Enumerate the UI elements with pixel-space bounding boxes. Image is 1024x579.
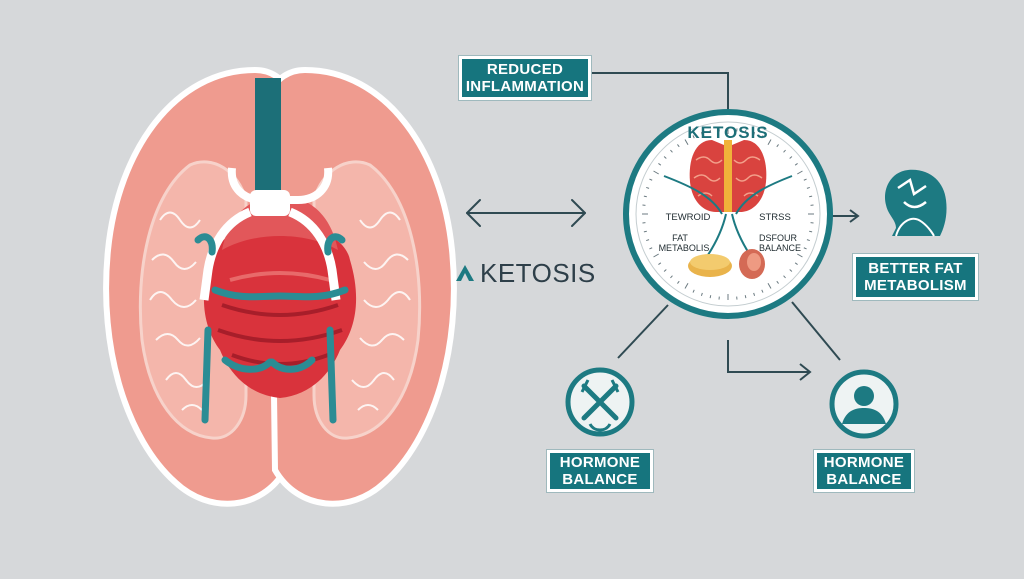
organ-fold-texture	[149, 211, 411, 411]
better-fat-metabolism-box: BETTER FAT METABOLISM	[853, 254, 978, 300]
dial-tick	[700, 292, 703, 296]
dial-tick	[684, 139, 689, 145]
dial-tick	[643, 230, 647, 233]
dial-tick	[692, 289, 695, 293]
dial-label-metabolism: METABOLIS	[659, 243, 710, 253]
ketosis-dial	[623, 109, 833, 319]
dial-tick	[663, 269, 667, 272]
dial-tick	[684, 283, 689, 289]
dial-tick	[794, 163, 798, 166]
organ-inner-lobe-right	[312, 160, 422, 440]
dial-title: KETOSIS	[687, 123, 768, 142]
reduced-inflammation-box: REDUCED INFLAMMATION	[459, 56, 591, 100]
dial-tick	[643, 195, 647, 198]
ketosis-brand-label: KETOSIS	[480, 257, 596, 288]
dial-tick	[797, 253, 803, 258]
dial-label-balance: BALANCE	[759, 243, 801, 253]
reduced-inflammation-line2: INFLAMMATION	[465, 78, 585, 95]
hormone-balance-box-right: HORMONE BALANCE	[814, 450, 914, 492]
dial-tick	[753, 132, 756, 136]
hormone-balance-left-line2: BALANCE	[562, 471, 638, 488]
dial-tick	[809, 230, 813, 233]
hormone-balance-left-line1: HORMONE	[559, 454, 641, 471]
dial-tick	[803, 247, 807, 250]
hormone-balance-right-line2: BALANCE	[826, 471, 902, 488]
ketosis-brand: KETOSIS	[454, 258, 596, 288]
split-arrow-icon	[466, 199, 586, 227]
person-circle-icon	[829, 369, 899, 439]
ketosis-logo-icon	[456, 265, 474, 281]
dial-tick	[658, 163, 662, 166]
dial-tick	[789, 269, 793, 272]
dial-tick	[809, 195, 813, 198]
dial-tick	[658, 262, 662, 265]
dial-ticks	[642, 128, 814, 300]
dial-tick	[761, 135, 764, 139]
dial-tick	[794, 262, 798, 265]
dial-tick	[767, 283, 772, 289]
dial-tick	[753, 292, 756, 296]
dial-tick	[783, 149, 786, 153]
reduced-inflammation-line1: REDUCED	[486, 61, 564, 78]
dial-tick	[649, 247, 653, 250]
head-profile-icon	[884, 169, 947, 237]
dial-tick	[744, 129, 747, 133]
dial-tick	[761, 289, 764, 293]
x-circle-icon	[565, 367, 635, 437]
organ-center-mass	[203, 225, 357, 398]
dial-tick	[803, 178, 807, 181]
dial-tick	[797, 170, 803, 175]
dial-tick	[776, 144, 779, 148]
dial-tick	[744, 295, 747, 299]
dial-tick	[653, 253, 659, 258]
dial-label-thyroid: TEWROID	[666, 212, 711, 223]
organ-illustration	[103, 66, 457, 507]
dial-tick	[806, 186, 810, 189]
dial-tick	[776, 280, 779, 284]
dial-tick	[670, 275, 673, 279]
dial-tick	[789, 156, 793, 159]
dial-tick	[649, 178, 653, 181]
better-fat-metabolism-line1: BETTER FAT	[868, 260, 963, 277]
dial-tick	[767, 139, 772, 145]
dial-tick	[653, 170, 659, 175]
organ-vessels	[194, 233, 349, 424]
organ-stem	[255, 78, 281, 198]
dial-tick	[709, 129, 712, 133]
dial-label-fat: FAT	[672, 233, 688, 243]
dial-tick	[700, 132, 703, 136]
hormone-balance-box-left: HORMONE BALANCE	[547, 450, 653, 492]
better-fat-metabolism-line2: METABOLISM	[864, 277, 967, 294]
dial-tick	[806, 239, 810, 242]
dial-tick	[692, 135, 695, 139]
dial-label-stress: STRSS	[759, 212, 791, 223]
hormone-balance-right-line1: HORMONE	[823, 454, 905, 471]
dial-tick	[709, 295, 712, 299]
dial-tick	[646, 186, 650, 189]
dial-tick	[663, 156, 667, 159]
dial-label-dsfour: DSFOUR	[759, 233, 798, 243]
dial-tick	[677, 280, 680, 284]
dial-tick	[646, 239, 650, 242]
dial-tick	[783, 275, 786, 279]
dial-tick	[677, 144, 680, 148]
dial-tick	[670, 149, 673, 153]
